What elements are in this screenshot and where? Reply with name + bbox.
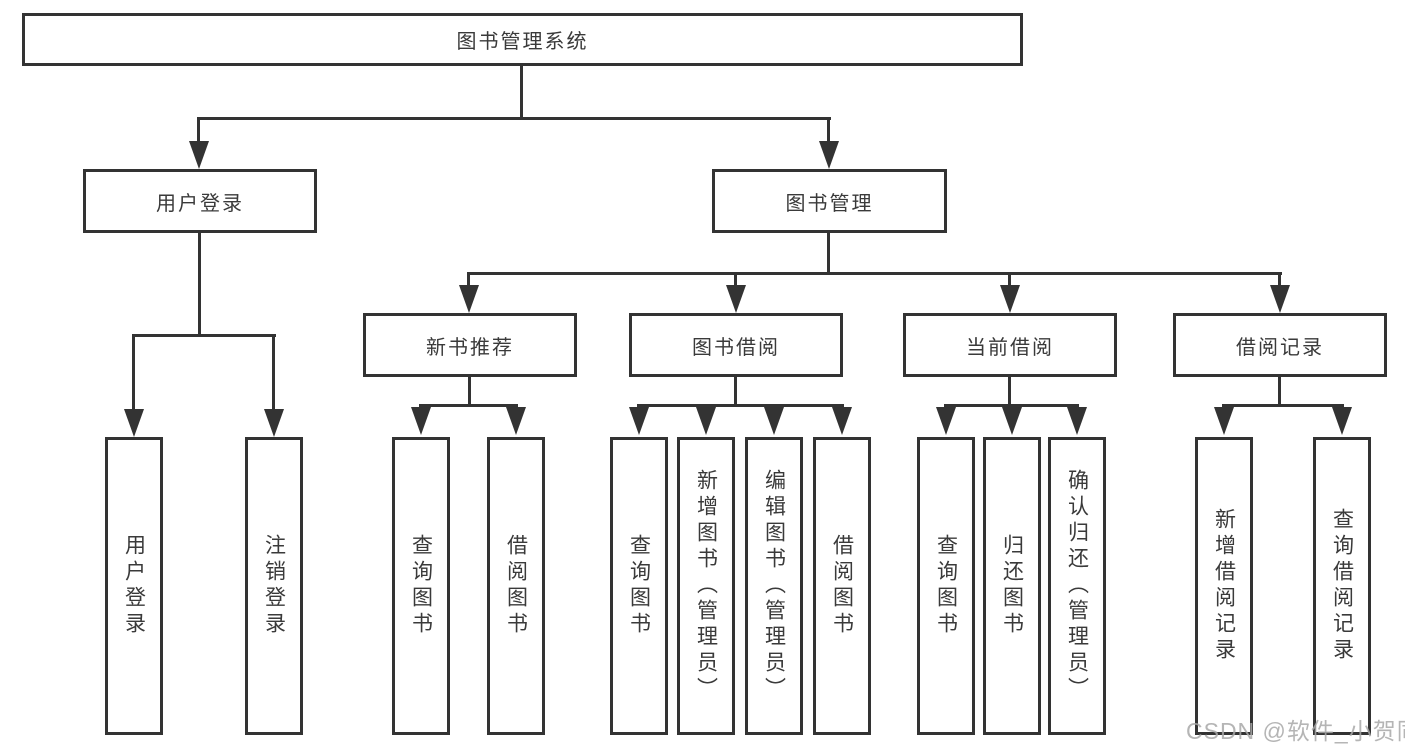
connector-line <box>467 272 470 288</box>
connector-line <box>419 404 518 407</box>
arrow-down-icon <box>726 285 746 313</box>
connector-line <box>1278 272 1281 288</box>
node-new-book-recommend: 新书推荐 <box>363 313 577 377</box>
leaf-borrow-book: 借阅图书 <box>813 437 871 735</box>
leaf-add-borrow-record: 新增借阅记录 <box>1195 437 1253 735</box>
arrow-down-icon <box>1270 285 1290 313</box>
leaf-confirm-return-admin: 确认归还（管理员） <box>1048 437 1106 735</box>
arrow-down-icon <box>819 141 839 169</box>
arrow-down-icon <box>506 407 526 435</box>
leaf-add-book-admin: 新增图书（管理员） <box>677 437 735 735</box>
connector-line <box>468 377 471 406</box>
leaf-query-borrow-record: 查询借阅记录 <box>1313 437 1371 735</box>
arrow-down-icon <box>411 407 431 435</box>
node-current-borrow: 当前借阅 <box>903 313 1117 377</box>
connector-line <box>520 66 523 118</box>
arrow-down-icon <box>629 407 649 435</box>
csdn-watermark: CSDN @软件_小贺同学 <box>1186 718 1405 744</box>
arrow-down-icon <box>1067 407 1087 435</box>
leaf-query-books-current: 查询图书 <box>917 437 975 735</box>
connector-line <box>637 404 844 407</box>
connector-line <box>1008 377 1011 406</box>
leaf-user-login: 用户登录 <box>105 437 163 735</box>
connector-line <box>198 233 201 336</box>
arrow-down-icon <box>696 407 716 435</box>
arrow-down-icon <box>936 407 956 435</box>
node-label: 图书管理系统 <box>456 31 589 53</box>
connector-line <box>734 272 737 288</box>
node-label: 图书借阅 <box>692 336 780 359</box>
arrow-down-icon <box>1002 407 1022 435</box>
connector-line <box>132 334 135 412</box>
leaf-edit-book-admin: 编辑图书（管理员） <box>745 437 803 735</box>
node-borrow-records: 借阅记录 <box>1173 313 1387 377</box>
node-label: 新书推荐 <box>426 336 514 359</box>
connector-line <box>827 233 830 275</box>
node-label: 借阅记录 <box>1236 336 1324 359</box>
arrow-down-icon <box>1332 407 1352 435</box>
connector-line <box>197 117 831 120</box>
arrow-down-icon <box>1214 407 1234 435</box>
arrow-down-icon <box>189 141 209 169</box>
node-label: 用户登录 <box>156 192 244 215</box>
leaf-query-books-borrow: 查询图书 <box>610 437 668 735</box>
connector-line <box>132 334 276 337</box>
arrow-down-icon <box>124 409 144 437</box>
leaf-logout: 注销登录 <box>245 437 303 735</box>
connector-line <box>467 272 1282 275</box>
connector-line <box>272 334 275 412</box>
arrow-down-icon <box>1000 285 1020 313</box>
connector-line <box>197 117 200 145</box>
node-book-management: 图书管理 <box>712 169 947 233</box>
connector-line <box>1008 272 1011 288</box>
connector-line <box>827 117 830 145</box>
node-user-login: 用户登录 <box>83 169 317 233</box>
node-label: 当前借阅 <box>966 336 1054 359</box>
arrow-down-icon <box>459 285 479 313</box>
arrow-down-icon <box>764 407 784 435</box>
connector-line <box>944 404 1079 407</box>
connector-line <box>1278 377 1281 406</box>
node-book-borrow: 图书借阅 <box>629 313 843 377</box>
connector-line <box>734 377 737 406</box>
connector-line <box>1222 404 1344 407</box>
leaf-borrow-books-recommend: 借阅图书 <box>487 437 545 735</box>
node-label: 图书管理 <box>785 192 874 215</box>
arrow-down-icon <box>264 409 284 437</box>
leaf-query-books-recommend: 查询图书 <box>392 437 450 735</box>
node-root-library-system: 图书管理系统 <box>22 13 1023 66</box>
arrow-down-icon <box>832 407 852 435</box>
leaf-return-book: 归还图书 <box>983 437 1041 735</box>
